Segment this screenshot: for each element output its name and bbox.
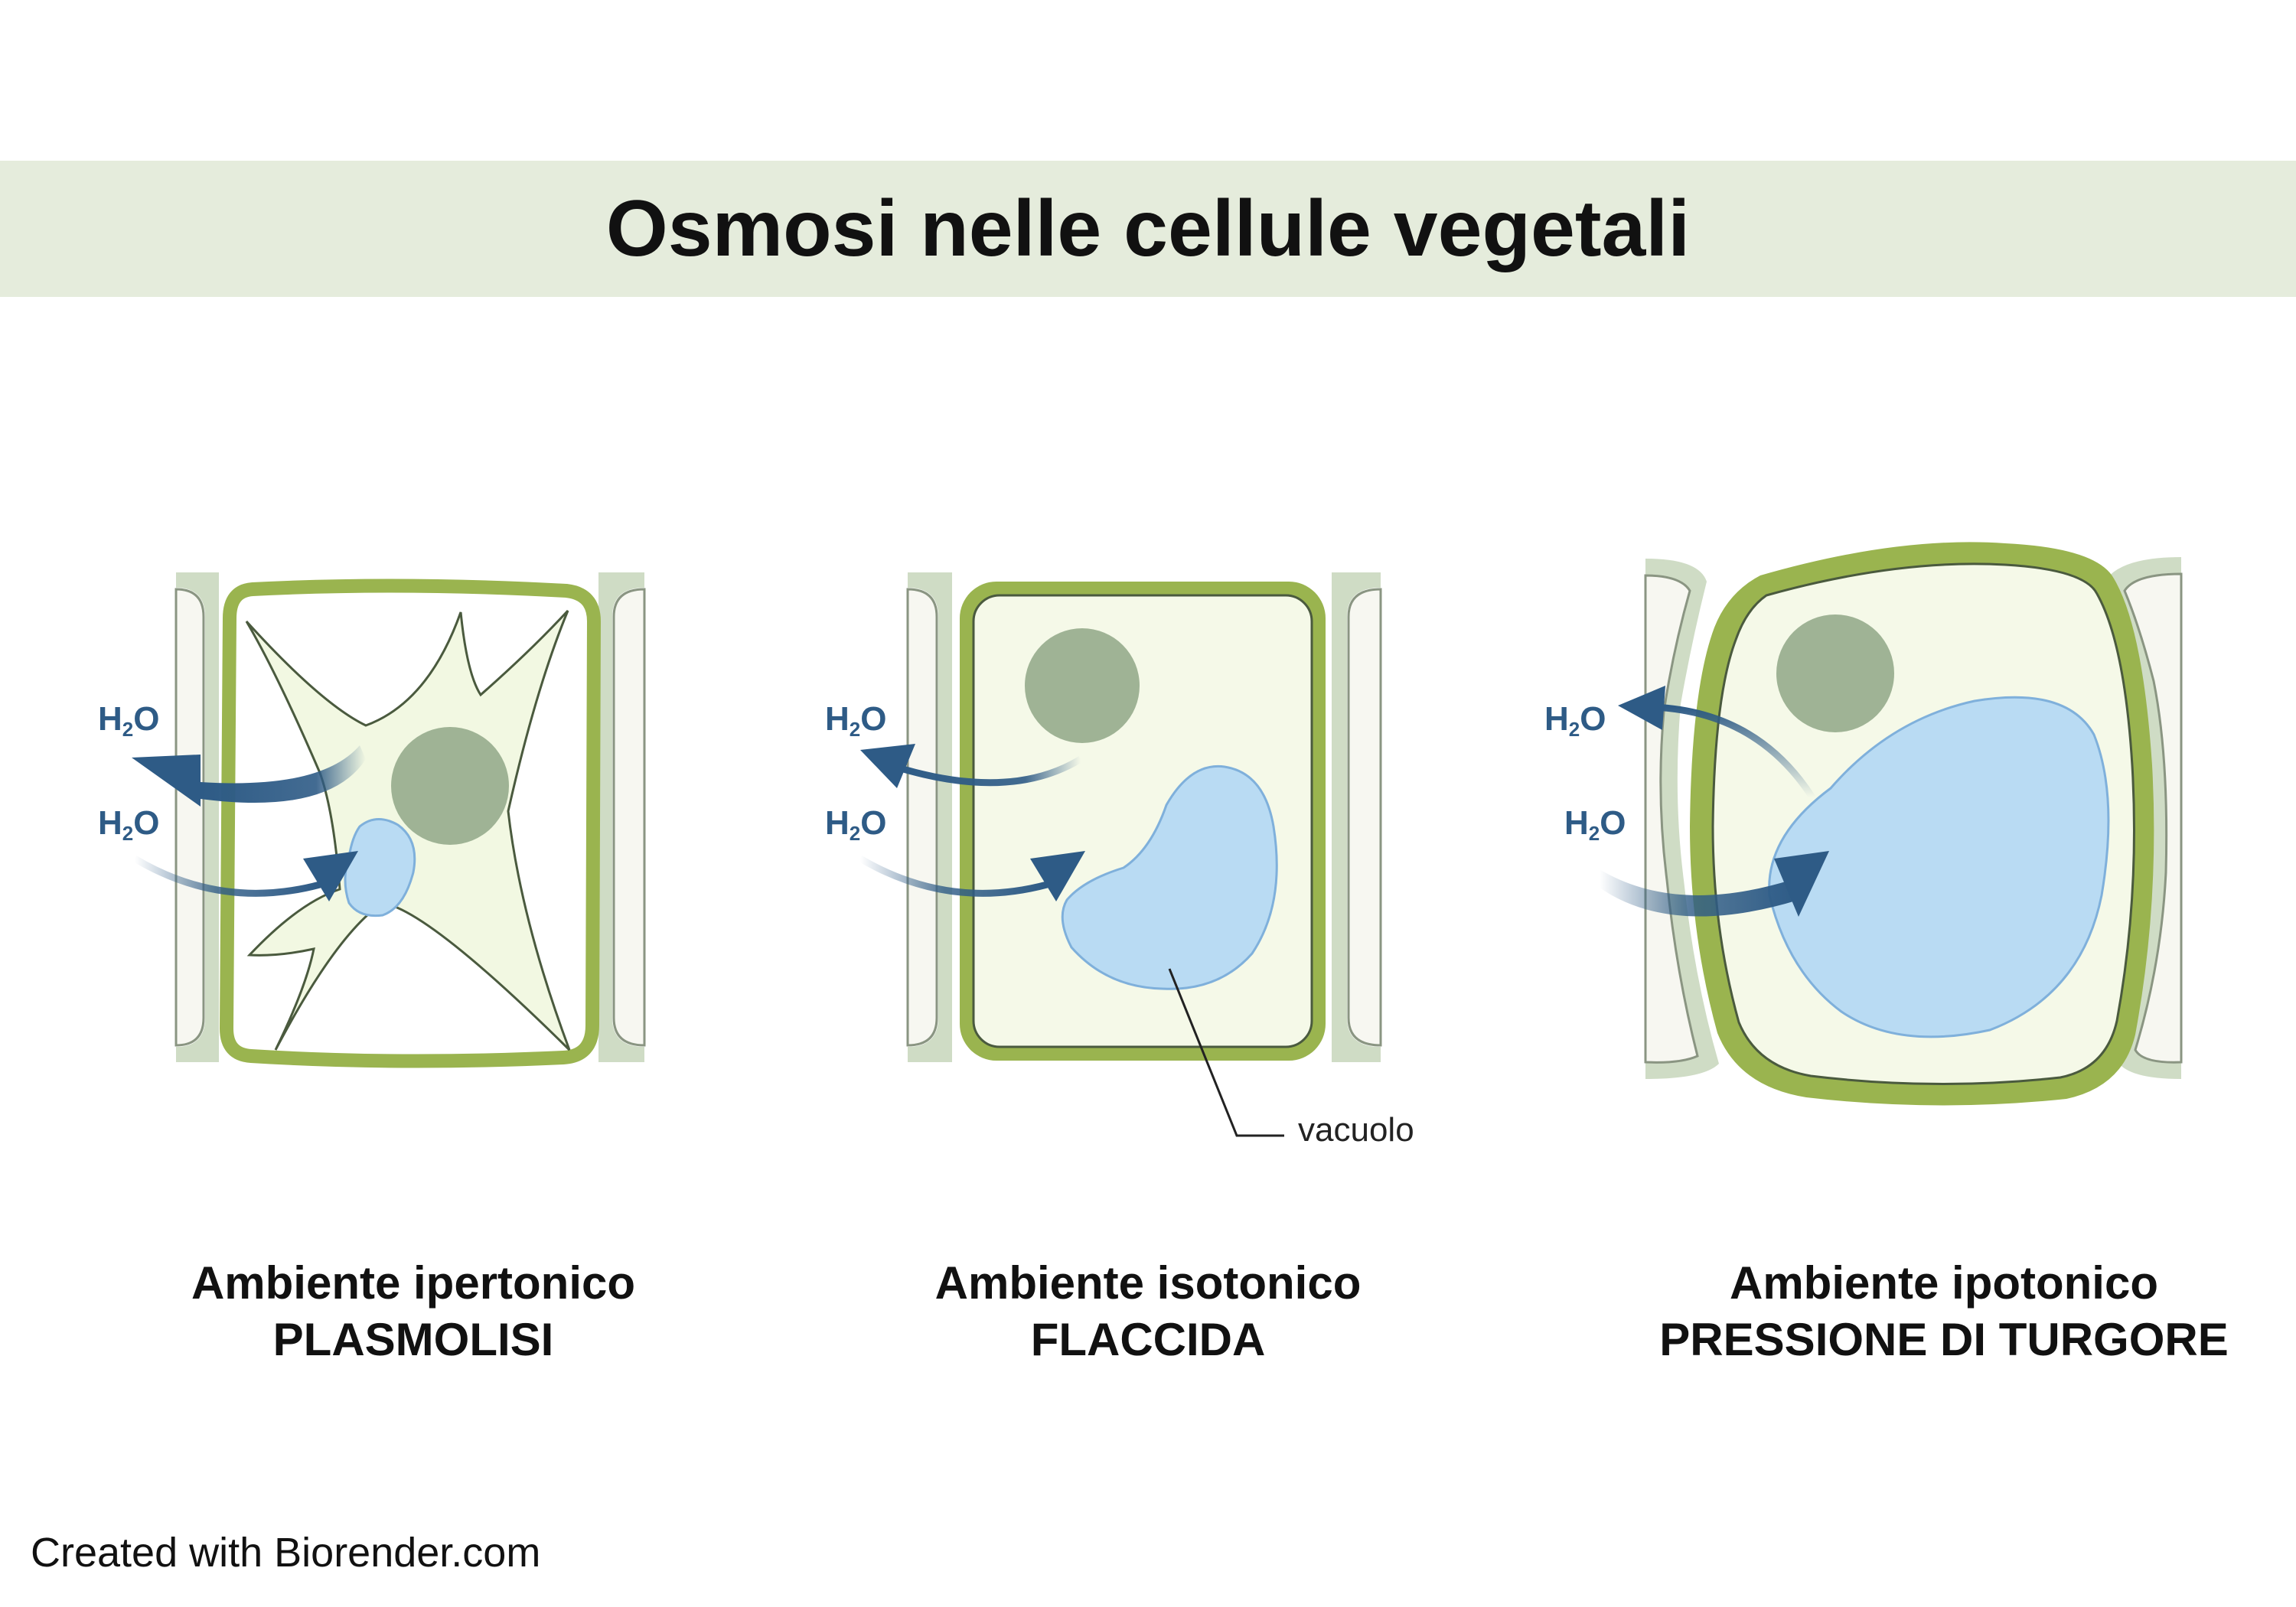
title-band: Osmosi nelle cellule vegetali	[0, 161, 2296, 297]
water-in-arrow	[1600, 869, 1799, 917]
caption-hypertonic: Ambiente ipertonico PLASMOLISI	[122, 1255, 704, 1368]
panel-hypotonic: H2O H2O	[1544, 542, 2183, 1106]
water-out-arrow	[201, 745, 366, 804]
vacuole-label: vacuolo	[1298, 1111, 1414, 1149]
credit-text: Created with Biorender.com	[31, 1530, 541, 1576]
water-label-in: H2O	[825, 804, 886, 845]
caption-state: FLACCIDA	[1030, 1314, 1266, 1365]
caption-environment: Ambiente isotonico	[934, 1257, 1362, 1309]
water-label-out: H2O	[1544, 700, 1606, 741]
neighbor-cell-right	[598, 572, 644, 1062]
nucleus-hypertonic	[391, 727, 509, 845]
water-out-arrow	[1652, 703, 1815, 800]
water-in-arrow	[132, 856, 321, 897]
neighbor-cell-right-inner	[1347, 588, 1382, 1047]
water-label-out: H2O	[825, 700, 886, 741]
neighbor-cell-left	[176, 572, 219, 1062]
panel-isotonic: H2O H2O	[825, 572, 1382, 1137]
nucleus-isotonic	[1025, 628, 1140, 743]
neighbor-cell-left-inner	[906, 588, 938, 1047]
panel-hypertonic: H2O H2O	[98, 572, 646, 1068]
caption-environment: Ambiente ipertonico	[191, 1257, 636, 1309]
water-out-arrowhead	[132, 755, 201, 807]
water-out-arrow	[894, 756, 1083, 787]
neighbor-cell-right	[1332, 572, 1381, 1062]
vacuole-pointer	[1168, 968, 1284, 1137]
neighbor-cell-right-inner	[612, 588, 646, 1047]
water-label-in: H2O	[98, 804, 159, 845]
caption-state: PLASMOLISI	[272, 1314, 554, 1365]
neighbor-cell-right-inner	[2123, 572, 2183, 1064]
water-in-arrow	[858, 856, 1049, 897]
water-in-arrowhead	[1774, 851, 1829, 917]
nucleus-hypotonic	[1776, 614, 1894, 732]
caption-hypotonic: Ambiente ipotonico PRESSIONE DI TURGORE	[1607, 1255, 2281, 1368]
caption-isotonic: Ambiente isotonico FLACCIDA	[857, 1255, 1439, 1368]
water-in-arrowhead	[1030, 851, 1085, 901]
water-label-in: H2O	[1564, 804, 1626, 845]
water-out-arrowhead	[860, 744, 915, 788]
water-label-out: H2O	[98, 700, 159, 741]
water-in-arrowhead	[303, 851, 358, 901]
page-title: Osmosi nelle cellule vegetali	[605, 184, 1691, 273]
caption-environment: Ambiente ipotonico	[1730, 1257, 2158, 1309]
caption-state: PRESSIONE DI TURGORE	[1659, 1314, 2229, 1365]
shrunken-protoplast	[245, 609, 571, 1051]
vacuole-isotonic	[1061, 764, 1278, 990]
water-out-arrowhead	[1618, 686, 1665, 730]
vacuole-hypotonic	[1768, 696, 2110, 1038]
neighbor-cell-left-inner	[174, 588, 205, 1047]
neighbor-cell-left	[908, 572, 952, 1062]
